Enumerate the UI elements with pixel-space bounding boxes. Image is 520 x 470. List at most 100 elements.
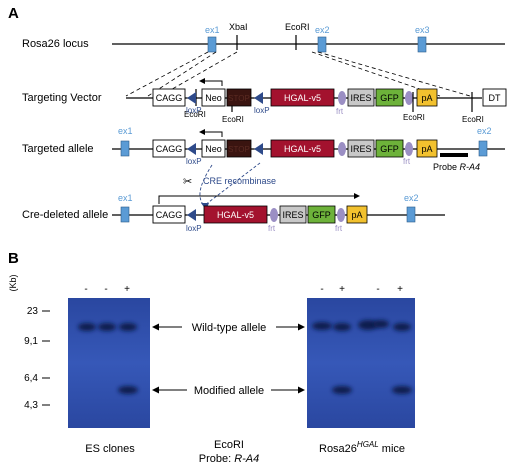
mice-band-wt-1 [312,322,332,330]
cre-deleted-label: Cre-deleted allele [22,209,108,221]
size-marker-6-4: 6,4 [24,373,38,384]
vector-ecori-label-1: EcoRI [184,110,206,119]
cre-ex1-label: ex1 [118,193,133,203]
vector-ecori-label-3: EcoRI [403,113,425,122]
cre-loxp [187,209,196,221]
vector-ires-box [347,88,375,107]
rosa26-ex1-label: ex1 [205,25,220,35]
cre-transcription-arrowhead [354,193,360,199]
cre-frt-2 [337,208,345,222]
panel-b-letter: B [8,250,19,267]
cre-frt-label-2: frt [335,224,343,233]
modified-label: Modified allele [194,385,264,397]
rosa26-ex2-label: ex2 [315,25,330,35]
targeted-ires-box [347,139,375,158]
cre-dashed-curve [199,164,213,209]
rosa26-mice-caption: Rosa26HGAL mice [319,440,405,455]
vector-loxp-label-2: loxP [254,106,270,115]
targeted-ires-label: IRES [350,144,371,154]
modified-arrowhead-right [298,386,305,394]
targeted-frt-1 [338,142,346,156]
targeted-exon1 [120,140,130,157]
right-lane-sign-3: - [376,284,379,295]
cre-ex2-label: ex2 [404,193,419,203]
right-lane-sign-2: + [339,284,345,295]
mice-band-wt-3b [373,320,389,328]
vector-hgal-box [270,88,335,107]
targeted-gfp-label: GFP [380,144,399,154]
mice-band-wt-4 [393,323,411,331]
targeted-stop-label: STOP [228,145,250,154]
rosa26-mice-blot [307,298,415,428]
cre-frt-1 [270,208,278,222]
targeted-neo-box [201,139,226,158]
cre-ires-box [279,205,307,224]
ecori-label-rosa: EcoRI [285,22,310,32]
vector-loxp-2 [254,92,263,104]
targeted-ex2-label: ex2 [477,126,492,136]
mice-band-modified-4 [392,386,412,394]
cre-exon1 [120,206,130,223]
targeting-vector-row: Targeting Vector CAGG EcoRI loxP Neo STO… [22,78,507,124]
cre-pa-box [346,205,368,224]
xbal-label: XbaI [229,22,248,32]
vector-ecori-label-4: EcoRI [462,115,484,124]
targeted-stop-box [226,139,252,158]
vector-ires-label: IRES [350,93,371,103]
targeted-hgal-label: HGAL-v5 [284,144,321,154]
cre-cagg-label: CAGG [156,210,183,220]
cre-ires-label: IRES [282,210,303,220]
es-band-wt-1 [78,323,96,331]
cre-pa-label: pA [351,210,362,220]
modified-label-bg [187,383,271,397]
left-lane-sign-3: + [124,284,130,295]
vector-stop-box [226,88,252,107]
targeted-frt-2 [405,142,413,156]
probe-label: Probe R-A4 [433,162,480,172]
targeted-allele-label: Targeted allele [22,143,94,155]
targeted-frt-label-2: frt [403,157,411,166]
mice-band-modified-2 [332,386,352,394]
vector-cagg-box [152,88,186,107]
targeted-exon2 [478,140,488,157]
vector-hgal-label: HGAL-v5 [284,93,321,103]
rosa26-exon2 [317,36,327,53]
left-lane-sign-1: - [84,284,87,295]
es-band-modified-3 [118,386,138,394]
es-blot-background [68,298,150,428]
ecori-caption: EcoRI [214,439,244,451]
size-marker-9-1: 9,1 [24,336,38,347]
vector-pa-label: pA [421,93,432,103]
cre-exon2 [406,206,416,223]
scissors-icon: ✂ [183,176,192,188]
targeted-pa-box [416,139,438,158]
modified-arrowhead-left [152,386,159,394]
vector-dt-label: DT [489,93,501,103]
size-markers: 23 9,1 6,4 4,3 [24,306,50,411]
targeted-pa-label: pA [421,144,432,154]
vector-frt-1 [338,91,346,105]
targeted-neo-label: Neo [205,144,222,154]
wild-type-arrowhead-right [298,323,305,331]
targeted-hgal-box [270,139,335,158]
probe-caption: Probe: R-A4 [199,453,260,465]
probe-bar [440,153,468,157]
vector-cagg-label: CAGG [156,93,183,103]
vector-gfp-box [375,88,404,107]
cre-cagg-box [152,205,186,224]
band-annotations: Wild-type allele Modified allele [152,320,305,397]
cre-label: CRE recombinase [203,176,276,186]
targeted-cagg-label: CAGG [156,144,183,154]
rosa26-locus-label: Rosa26 locus [22,38,89,50]
targeted-neo-arrowhead [199,129,205,135]
targeted-allele-row: Targeted allele ex1 CAGG loxP Neo STOP H… [22,126,505,172]
vector-neo-arrow [203,80,223,86]
left-lane-sign-2: - [104,284,107,295]
vector-loxp-1 [187,92,196,104]
vector-ecori-label-2: EcoRI [222,115,244,124]
wild-type-arrowhead-left [152,323,159,331]
rosa26-exon3 [417,36,427,53]
cre-frt-label-1: frt [268,224,276,233]
targeted-cagg-box [152,139,186,158]
